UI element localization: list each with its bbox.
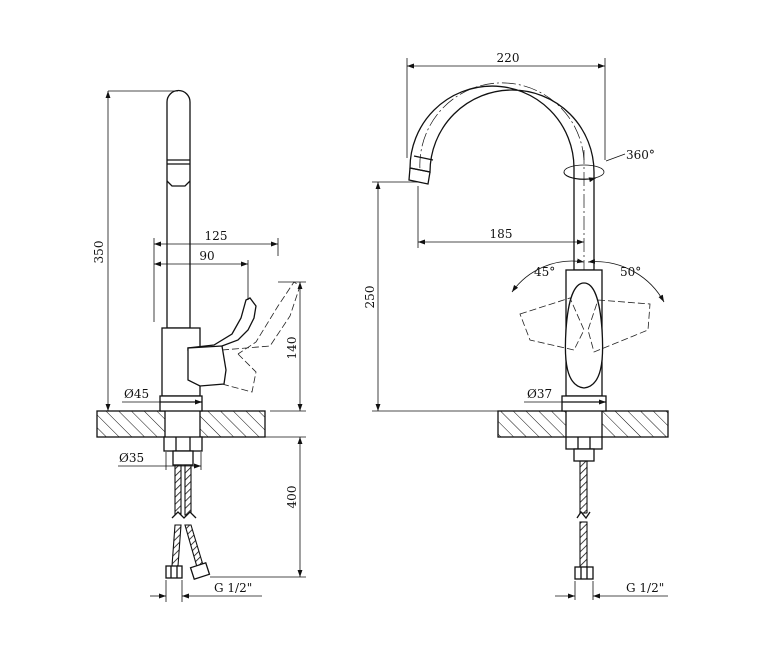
dim-width-220: 220 <box>497 51 520 65</box>
dim-angle-45: 45° <box>534 265 555 279</box>
hose-front-lower <box>579 521 588 568</box>
mounting-nut-side <box>163 436 203 452</box>
dim-rotation-360: 360° <box>626 148 655 162</box>
hose-fitting-right <box>189 562 211 580</box>
dim-shank-diameter-35: Ø35 <box>119 451 144 465</box>
hose-right-lower <box>184 524 204 568</box>
hose-right-upper <box>184 464 192 516</box>
dim-base-diameter-37: Ø37 <box>527 387 552 401</box>
dim-thread-g12-side: G 1/2" <box>214 581 252 595</box>
dim-angle-50: 50° <box>620 265 641 279</box>
mounting-nut-front <box>565 436 603 450</box>
dim-thread-g12-front: G 1/2" <box>626 581 664 595</box>
hose-front-upper <box>579 460 588 514</box>
lever-handle-side <box>187 297 257 351</box>
base-ring-side <box>159 395 203 412</box>
front-view: 220 360° 185 250 45° 50° Ø37 G 1/2" <box>363 51 669 600</box>
lever-handle-front <box>564 282 604 389</box>
hose-fitting-left <box>165 565 183 579</box>
dim-hose-length-400: 400 <box>285 486 299 509</box>
shank-front <box>573 448 595 462</box>
side-view: 350 125 90 140 Ø45 Ø35 400 <box>92 89 306 602</box>
dim-reach-90: 90 <box>199 249 214 263</box>
shank-hole-side <box>165 411 200 437</box>
dim-handle-140: 140 <box>285 337 299 360</box>
spout-tube-side <box>166 89 191 329</box>
dim-spout-height-250: 250 <box>363 286 377 309</box>
shank-side <box>172 450 194 466</box>
hose-left-lower <box>171 524 182 567</box>
shank-hole-front <box>566 411 602 437</box>
dim-height-350: 350 <box>92 241 106 264</box>
hose-left-upper <box>174 464 182 516</box>
hose-fitting-front <box>574 566 594 580</box>
lever-handle-ghost-left <box>519 297 585 351</box>
dim-base-diameter-45: Ø45 <box>124 387 149 401</box>
lever-handle-ghost-right <box>587 299 651 353</box>
base-ring-front <box>561 395 607 412</box>
dim-spout-reach-185: 185 <box>490 227 513 241</box>
lever-handle-ghost <box>221 281 301 393</box>
dim-reach-125: 125 <box>205 229 228 243</box>
